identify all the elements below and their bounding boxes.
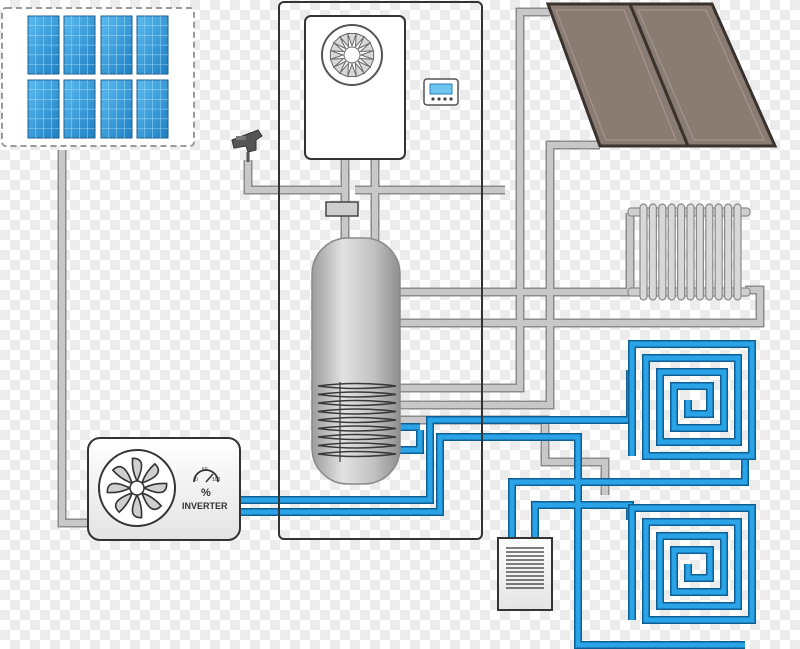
collector-panel-left-inner <box>555 9 677 141</box>
thermostat-button <box>437 97 441 101</box>
fan-blade <box>114 491 134 514</box>
coil-loop <box>317 391 397 398</box>
boiler-fan-icon <box>329 32 375 78</box>
fan-blade <box>106 482 132 494</box>
fan-blade <box>131 457 143 483</box>
fan-blade <box>358 57 375 69</box>
water-tap-icon <box>231 129 263 162</box>
coil-loop <box>317 416 397 424</box>
solar-thermal-collector-icon <box>545 2 778 148</box>
coil-loop <box>317 382 397 390</box>
coil-loop <box>317 442 397 449</box>
fan-blade <box>329 57 346 69</box>
fan-blade <box>140 462 160 485</box>
collector-panel-right-inner <box>637 9 765 141</box>
coil-pipe <box>629 341 755 459</box>
fan-blade <box>140 491 163 511</box>
coil-loop <box>317 399 397 407</box>
radiator-fin <box>686 203 695 301</box>
coil-pipe-outline <box>628 504 756 624</box>
fan-blade <box>358 41 375 53</box>
radiator-fin <box>676 203 686 301</box>
collector-panel-right <box>627 2 778 148</box>
inverter-gauge-icon: 50 0 100 <box>193 467 221 483</box>
solar-panel-icon <box>1 7 195 147</box>
fan-blade <box>111 465 134 485</box>
radiator-fin <box>723 203 733 301</box>
radiator-fin <box>648 203 658 301</box>
solar-panel-cells <box>27 15 169 139</box>
hot-water-tank-icon <box>311 237 401 485</box>
radiator-fin <box>705 203 714 301</box>
coil-pipe <box>629 505 755 623</box>
coil-loop <box>317 408 397 415</box>
fan-blade <box>354 32 366 49</box>
coil-loop <box>317 425 397 432</box>
radiator-icon <box>627 203 751 301</box>
fan-blade <box>332 60 347 75</box>
fan-blade <box>131 493 143 519</box>
fan-coil-grille <box>506 547 544 589</box>
wall-boiler-icon <box>304 15 406 160</box>
gauge-label-max: 100 <box>212 477 221 483</box>
fan-coil-casing <box>497 537 553 611</box>
radiator-fin <box>714 203 723 301</box>
fan-blade <box>354 61 366 78</box>
grey-pipe-network <box>57 7 765 528</box>
inverter-percent-label: % <box>201 487 211 499</box>
fan-hub <box>343 46 361 64</box>
fan-blade <box>357 60 372 75</box>
fan-blade <box>346 32 358 48</box>
thermostat-button <box>449 97 453 101</box>
radiator-fin <box>695 203 705 301</box>
thermostat-display <box>429 83 453 95</box>
underfloor-heating-coil-icon <box>628 340 756 624</box>
radiator-fin <box>733 203 742 301</box>
indoor-unit-cabinet <box>278 1 483 540</box>
radiator-fin <box>639 203 648 301</box>
gauge-label-min: 0 <box>195 477 198 483</box>
fan-blade <box>338 32 350 49</box>
fan-coil-unit-icon <box>497 537 553 611</box>
fan-blade <box>329 41 346 53</box>
underfloor-coil-lower <box>628 504 756 624</box>
underfloor-coil-upper <box>628 340 756 460</box>
inverter-brand-label: INVERTER <box>182 501 228 511</box>
fan-hub <box>129 480 145 496</box>
fan-blade <box>338 61 350 78</box>
radiator-fin <box>667 203 676 301</box>
fan-blade <box>357 35 372 50</box>
fan-blade <box>332 35 347 50</box>
fan-blade <box>359 49 375 61</box>
fan-blade <box>346 62 358 78</box>
fan-blade <box>329 49 345 61</box>
tank-heating-coil <box>317 382 397 462</box>
heat-pump-fan-icon <box>106 457 168 519</box>
coil-loop <box>317 433 397 441</box>
gauge-label-mid: 50 <box>202 467 208 473</box>
radiator-fin <box>658 203 667 301</box>
mixing-valve <box>325 201 359 217</box>
thermostat-icon <box>423 78 459 106</box>
fan-blade <box>142 482 168 494</box>
inverter-heat-pump-icon: 50 0 100 % INVERTER <box>87 437 241 541</box>
thermostat-button <box>431 97 435 101</box>
thermostat-button <box>443 97 447 101</box>
coil-loop <box>317 450 397 458</box>
coil-pipe-outline <box>628 340 756 460</box>
